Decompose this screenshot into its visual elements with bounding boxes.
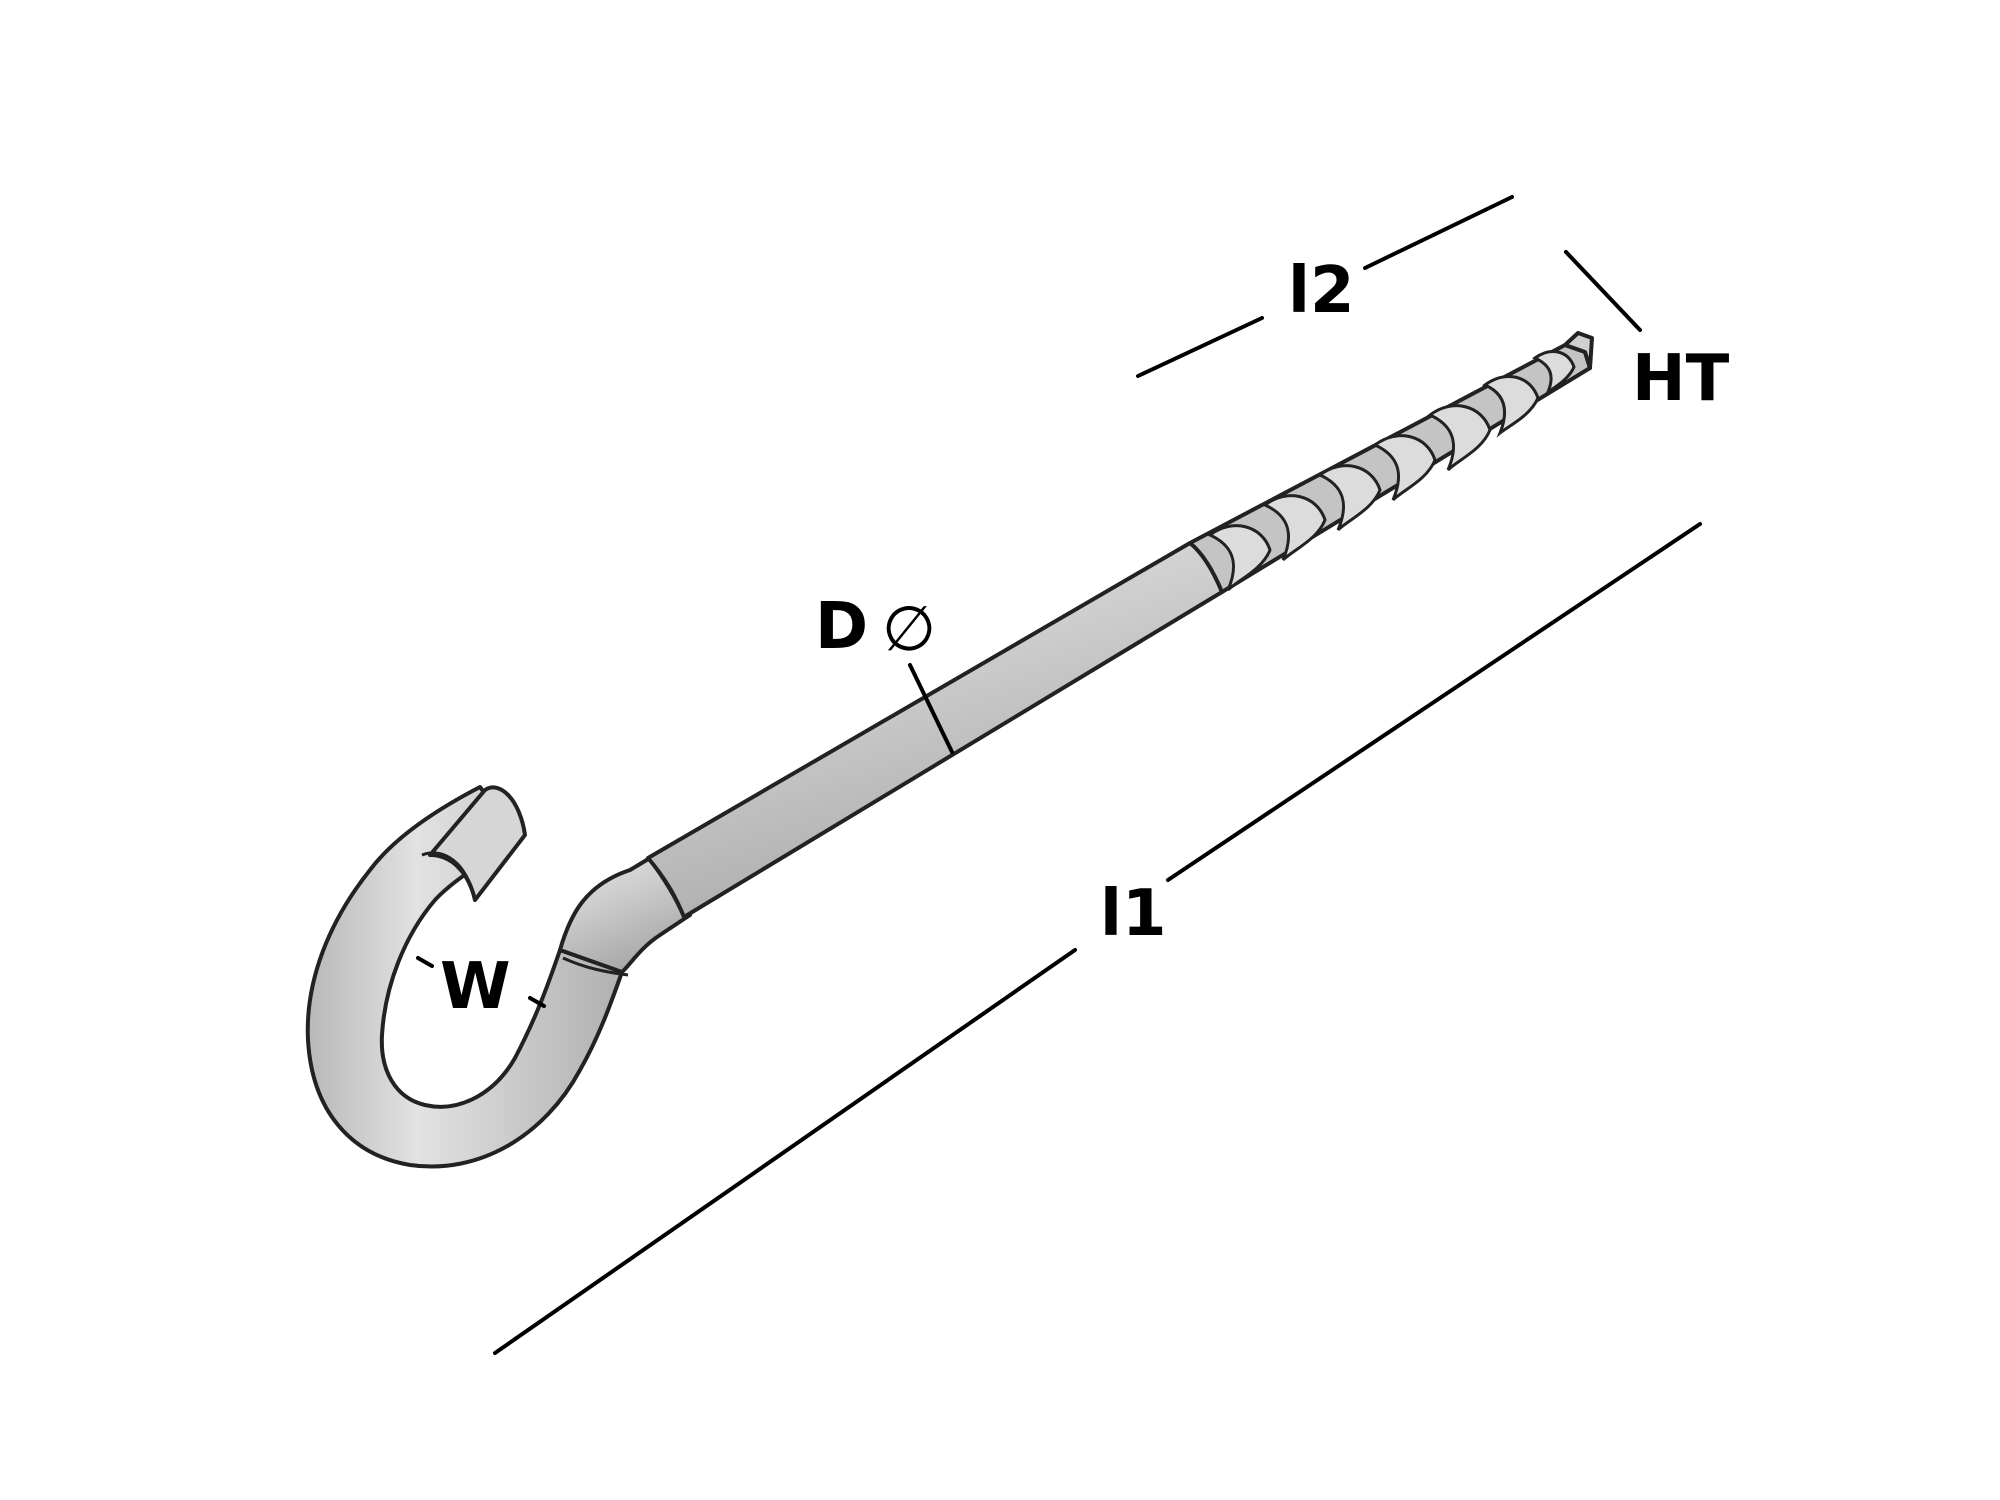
w-tick-left [416, 956, 434, 968]
ht-leader-line [1564, 250, 1642, 332]
l1-dimension-line [1166, 522, 1702, 882]
thread-turn [1532, 350, 1576, 397]
diameter-symbol: ∅ [882, 592, 936, 665]
thread-turn [1317, 464, 1382, 532]
thread-turn [1207, 524, 1272, 592]
l2-label: l2 [1288, 254, 1354, 328]
dimension-annotations: l2 HT D ∅ l1 W [416, 195, 1730, 1355]
hook-elbow-seam [562, 956, 629, 977]
hook-tip-seam [421, 851, 474, 891]
w-tick-right [528, 996, 546, 1008]
l1-label: l1 [1100, 877, 1166, 951]
l1-dimension-line [493, 948, 1077, 1355]
l2-dimension-line [1136, 316, 1264, 378]
thread-turn [1427, 404, 1492, 472]
hook-elbow [558, 853, 692, 974]
ht-label: HT [1632, 342, 1730, 416]
thread-turn [1372, 434, 1437, 502]
thread-turns [1207, 350, 1576, 592]
screw-hook [305, 331, 1594, 1169]
w-label: W [440, 950, 511, 1024]
thread-turn [1482, 375, 1540, 438]
d-leader-line [908, 663, 954, 754]
l2-dimension-line [1363, 195, 1514, 270]
hook-bend [305, 785, 624, 1169]
thread-turn [1262, 494, 1327, 562]
d-label: D [815, 590, 868, 664]
screw-tip [1563, 331, 1594, 370]
hook-tip [428, 785, 527, 902]
